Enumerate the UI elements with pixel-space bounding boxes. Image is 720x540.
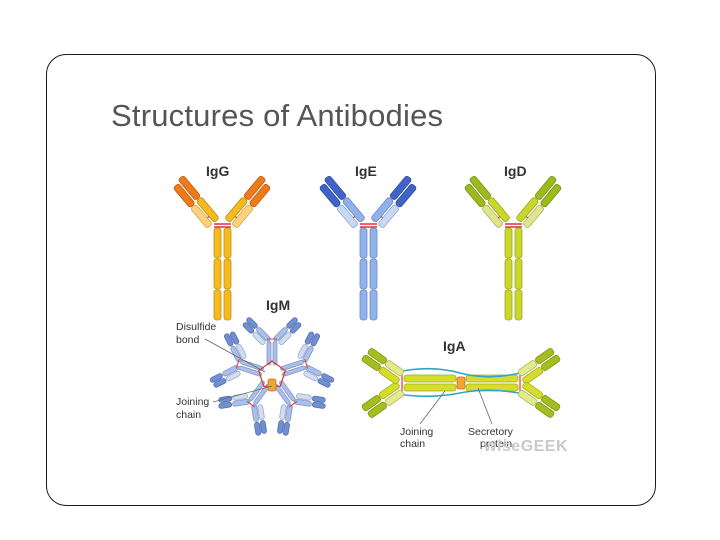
igm-label: IgM xyxy=(266,297,290,313)
heavy-chain-constant-segment xyxy=(360,290,367,320)
interchain-disulfide-bond xyxy=(526,217,528,218)
igm-arm xyxy=(294,393,326,409)
heavy-chain-constant-segment xyxy=(214,290,221,320)
right-arm xyxy=(371,175,419,228)
variable-segment xyxy=(312,402,326,409)
left-arm xyxy=(462,175,510,228)
heavy-chain-constant-segment xyxy=(515,259,522,289)
heavy-chain-constant-segment xyxy=(273,341,277,365)
heavy-chain-constant-segment xyxy=(370,228,377,258)
interchain-disulfide-bond xyxy=(498,217,500,218)
igm-arm xyxy=(224,330,248,363)
secretory-protein-line1: Secretory xyxy=(468,426,514,438)
igm-arm xyxy=(217,393,249,409)
iga-arm xyxy=(516,347,560,385)
variable-segment xyxy=(218,402,232,409)
heavy-chain-constant-segment xyxy=(360,259,367,289)
iga-label: IgA xyxy=(443,338,466,354)
iga-joining-chain-line1: Joining xyxy=(400,426,433,438)
heavy-chain-constant-segment xyxy=(214,259,221,289)
interchain-disulfide-bond xyxy=(353,217,355,218)
igd-label: IgD xyxy=(504,163,527,179)
disulfide-bond-line1: Disulfide xyxy=(176,321,216,333)
heavy-chain-constant-segment xyxy=(224,228,231,258)
iga-arm xyxy=(516,381,560,419)
heavy-chain-constant-segment xyxy=(515,290,522,320)
iga-joining-chain-line2: chain xyxy=(400,438,425,450)
heavy-chain-constant-segment xyxy=(505,259,512,289)
ige-antibody xyxy=(317,175,419,320)
disulfide-bond-line2: bond xyxy=(176,334,200,346)
variable-segment xyxy=(218,396,232,403)
igm-joining-chain-line2: chain xyxy=(176,409,201,421)
heavy-chain-constant-segment xyxy=(370,259,377,289)
igg-antibody xyxy=(171,175,273,320)
igm-joining-chain xyxy=(268,379,276,391)
left-arm xyxy=(317,175,365,228)
watermark-logo: wiseGEEK xyxy=(483,438,568,455)
iga-joining-chain xyxy=(457,377,465,389)
igm-arm xyxy=(302,365,335,389)
left-arm xyxy=(171,175,219,228)
heavy-chain-constant-segment xyxy=(505,290,512,320)
igm-arm xyxy=(277,403,293,435)
igd-antibody xyxy=(462,175,564,320)
interchain-disulfide-bond xyxy=(381,217,383,218)
iga-dimer xyxy=(361,347,561,419)
iga-arm xyxy=(361,347,405,385)
heavy-chain-constant-segment xyxy=(404,375,456,382)
heavy-chain-constant-segment xyxy=(404,384,456,391)
heavy-chain-constant-segment xyxy=(370,290,377,320)
interchain-disulfide-bond xyxy=(235,217,237,218)
igm-pentamer xyxy=(207,317,337,441)
igm-arm xyxy=(297,330,321,363)
igm-monomer xyxy=(241,317,302,365)
heavy-chain-constant-segment xyxy=(515,228,522,258)
iga-joining-chain-annotation: Joining chain xyxy=(400,391,445,450)
igm-arm xyxy=(273,317,303,347)
heavy-chain-constant-segment xyxy=(224,290,231,320)
igm-arm xyxy=(241,317,271,347)
ige-label: IgE xyxy=(355,163,377,179)
variable-segment xyxy=(312,396,326,403)
iga-arm xyxy=(361,381,405,419)
heavy-chain-constant-segment xyxy=(267,341,271,365)
heavy-chain-constant-segment xyxy=(360,228,367,258)
heavy-chain-constant-segment xyxy=(224,259,231,289)
igm-arm xyxy=(251,403,267,435)
heavy-chain-constant-segment xyxy=(214,228,221,258)
interchain-disulfide-bond xyxy=(207,217,209,218)
heavy-chain-constant-segment xyxy=(505,228,512,258)
igm-joining-chain-line1: Joining xyxy=(176,396,209,408)
right-arm xyxy=(516,175,564,228)
right-arm xyxy=(225,175,273,228)
igm-arm xyxy=(209,365,242,389)
igg-label: IgG xyxy=(206,163,229,179)
